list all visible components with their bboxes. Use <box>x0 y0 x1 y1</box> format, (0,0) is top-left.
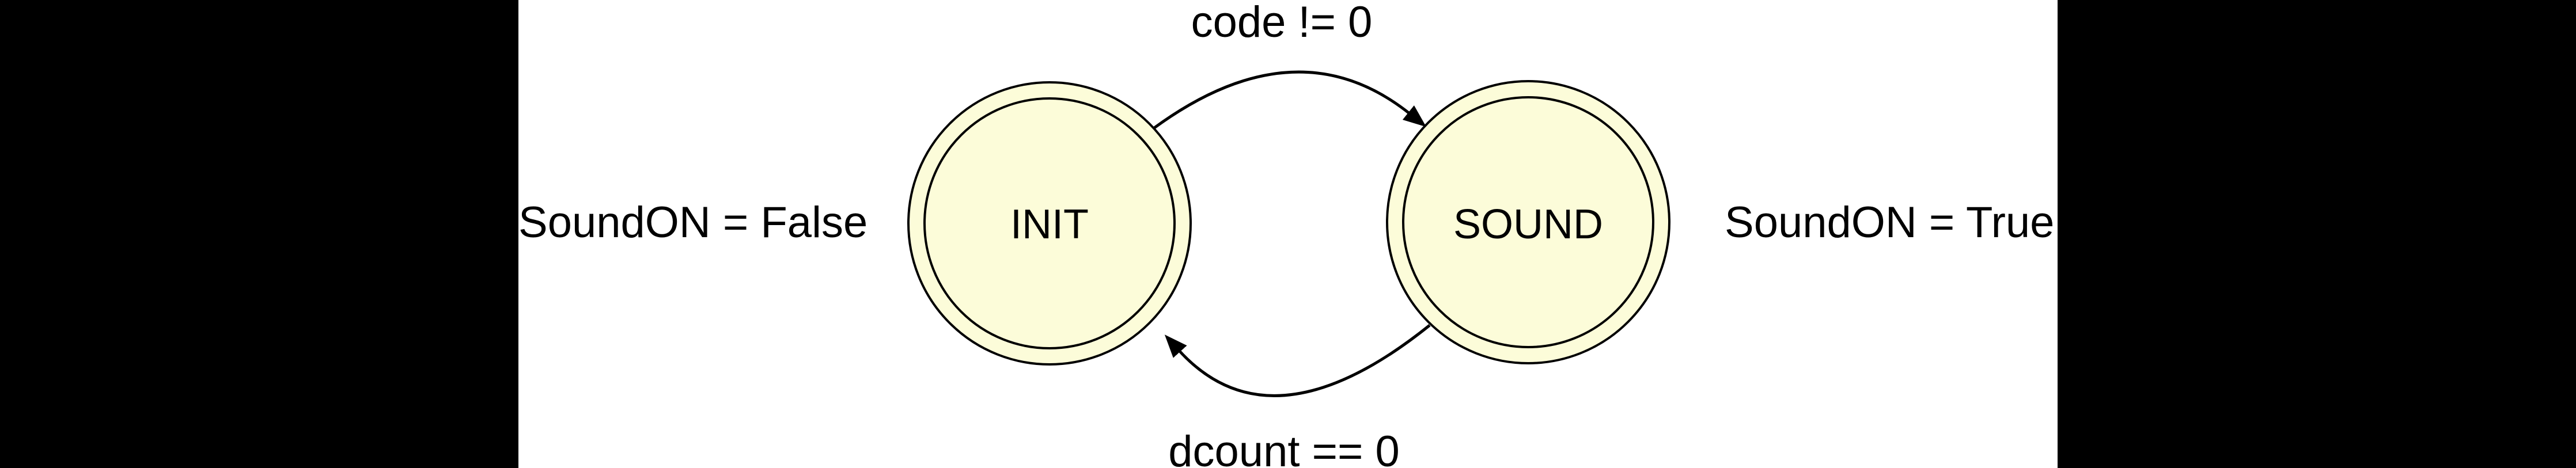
annotation-soundon-true: SoundON = True <box>1725 198 2054 247</box>
annotation-soundon-false: SoundON = False <box>518 198 867 247</box>
transition-label-dcount: dcount == 0 <box>1168 427 1399 468</box>
state-sound-name: SOUND <box>1453 201 1603 248</box>
transition-arc-sound-to-init <box>1164 324 1431 397</box>
state-sound-outer-circle <box>1386 80 1670 364</box>
state-sound-inner-circle <box>1402 96 1654 348</box>
pillarbox-left <box>0 0 518 468</box>
state-init-inner-circle <box>923 97 1176 349</box>
transition-label-code: code != 0 <box>1191 0 1373 47</box>
state-init-outer-circle <box>907 81 1192 366</box>
state-init-name: INIT <box>1010 201 1089 248</box>
transition-arc-init-to-sound <box>1153 70 1427 130</box>
pillarbox-right <box>2058 0 2576 468</box>
